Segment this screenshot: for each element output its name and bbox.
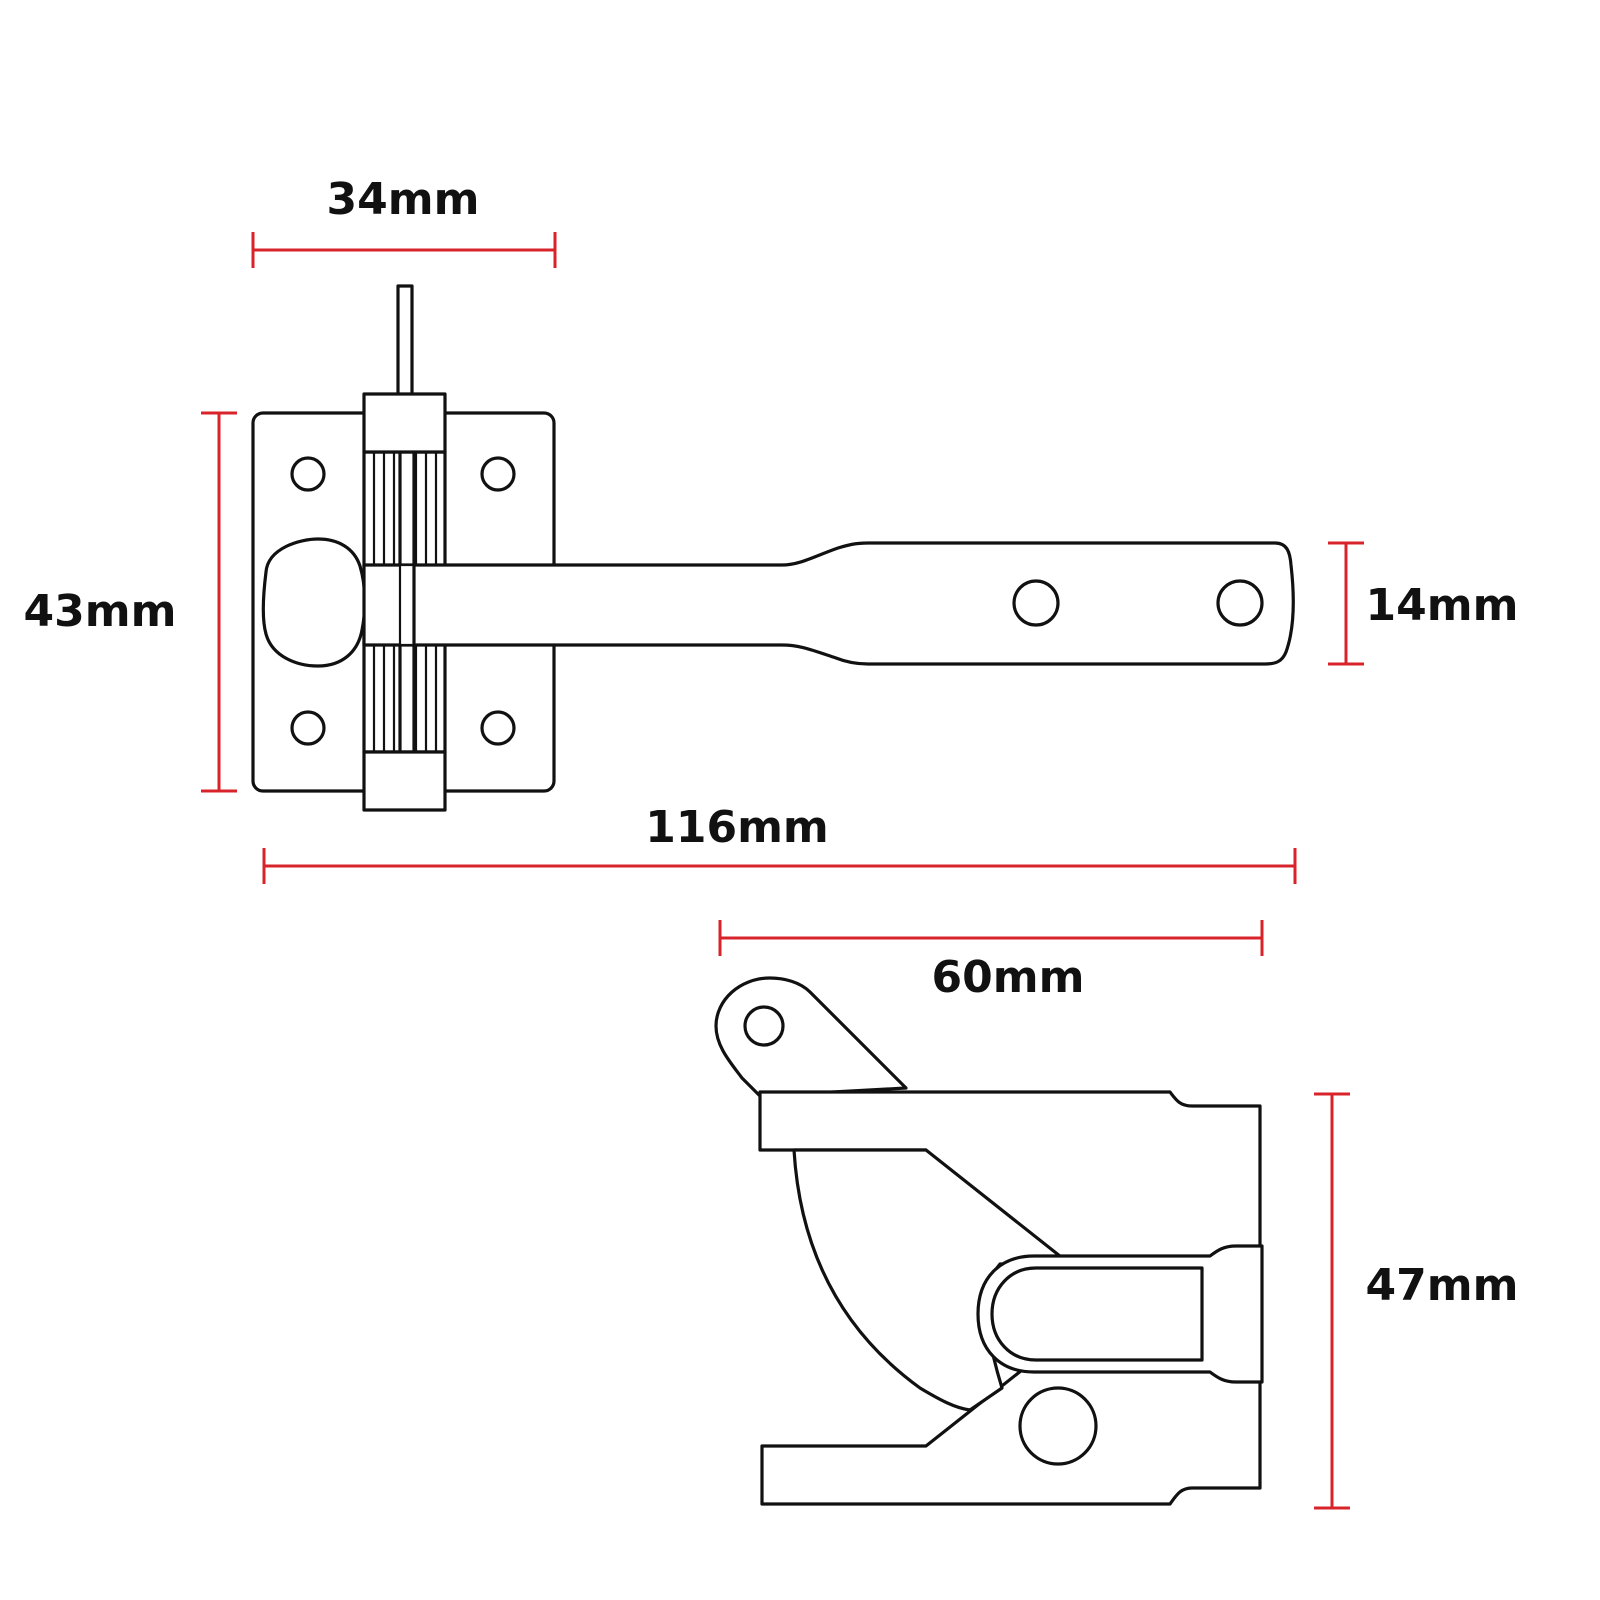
dimension-60mm: 60mm — [718, 920, 1264, 1003]
dimension-14mm: 14mm — [1328, 541, 1519, 666]
barrel-cap-top — [362, 392, 447, 454]
dimension-label-catch-width: 60mm — [932, 952, 1085, 1003]
plate-screw-hole — [290, 710, 326, 746]
dimension-label-plate-height: 43mm — [24, 586, 177, 637]
catch-mounting-hole — [1018, 1386, 1098, 1466]
dimension-34mm: 34mm — [251, 174, 557, 268]
pivot-boss — [261, 537, 367, 668]
latch-pin — [396, 284, 414, 398]
latch-catch-drawing — [714, 976, 1264, 1506]
dimension-label-catch-height: 47mm — [1366, 1260, 1519, 1311]
dimension-label-plate-width: 34mm — [327, 174, 480, 225]
catch-bolt-inner — [990, 1266, 1204, 1362]
dimension-label-arm-width: 14mm — [1366, 580, 1519, 631]
arm-screw-hole — [1216, 579, 1264, 627]
catch-lever-ear — [714, 976, 908, 1098]
catch-body — [758, 1090, 1262, 1506]
arm-screw-hole — [1012, 579, 1060, 627]
latch-arm-drawing — [251, 284, 1295, 812]
dimension-label-total-length: 116mm — [645, 802, 829, 853]
plate-screw-hole — [290, 456, 326, 492]
latch-arm — [412, 541, 1295, 666]
lever-hole — [743, 1005, 785, 1047]
barrel-cap-bottom — [362, 750, 447, 812]
pin-through-arm — [398, 563, 416, 647]
plate-screw-hole — [480, 710, 516, 746]
dimension-47mm: 47mm — [1314, 1092, 1519, 1510]
dimension-116mm: 116mm — [262, 802, 1297, 884]
plate-screw-hole — [480, 456, 516, 492]
dimension-43mm: 43mm — [24, 411, 237, 793]
